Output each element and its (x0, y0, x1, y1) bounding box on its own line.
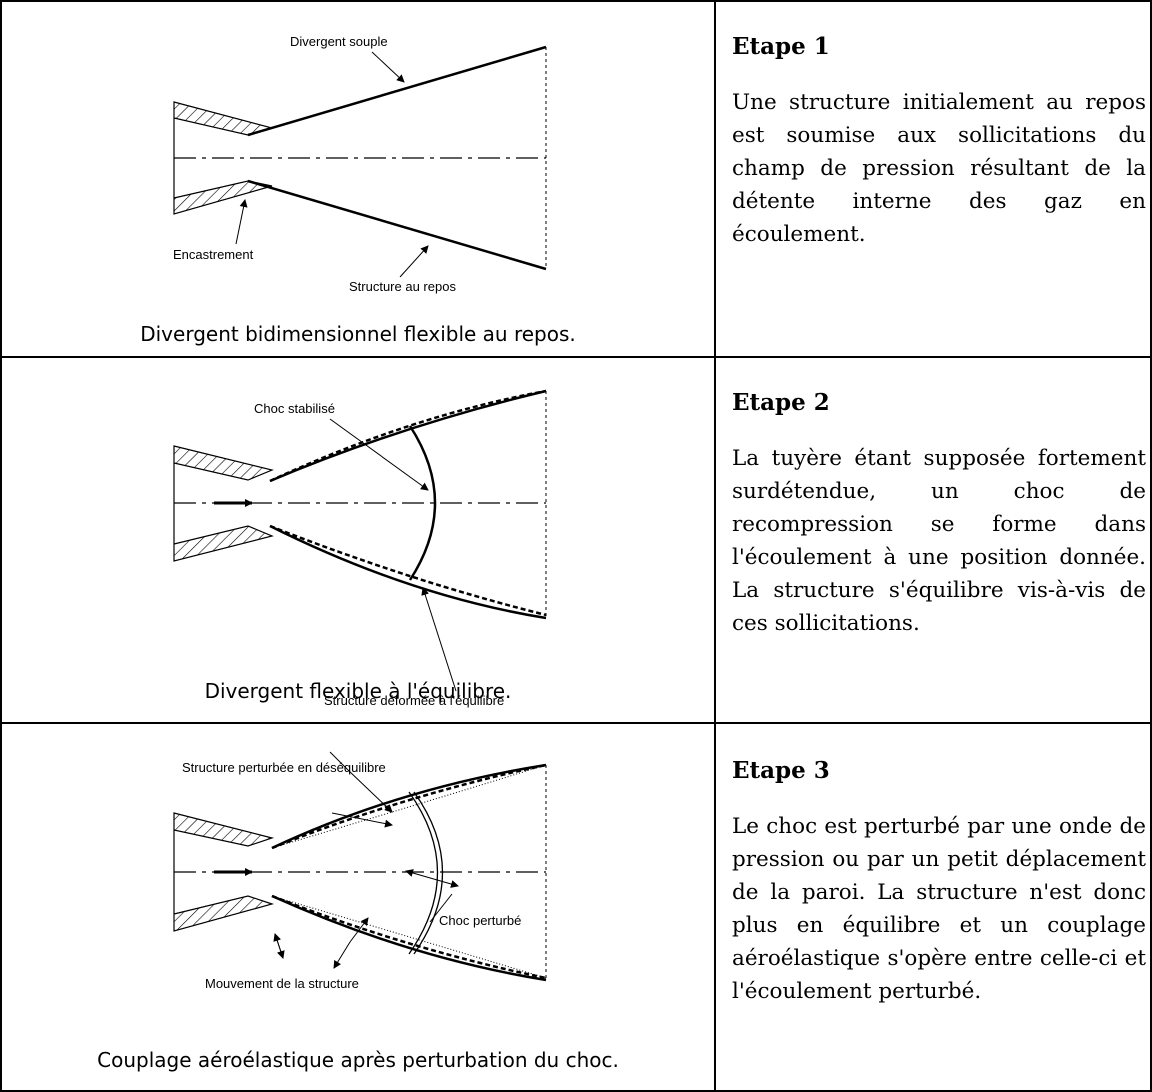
lower-wall-rest (269, 524, 547, 617)
label-structure-repos: Structure au repos (349, 279, 456, 294)
figure-rest: Divergent souple Encastrement Structure … (0, 0, 716, 356)
lower-wall-perturbed (271, 894, 547, 982)
caption-perturbed: Couplage aéroélastique après perturbatio… (97, 1048, 619, 1072)
caption-rest: Divergent bidimensionnel flexible au rep… (140, 322, 576, 346)
step-3: Etape 3 Le choc est perturbé par une ond… (732, 757, 1146, 1008)
table-bottom-border (0, 1090, 1152, 1092)
step-1-title: Etape 1 (732, 33, 830, 60)
upper-wall-rest (271, 764, 547, 849)
label-choc-stabilise: Choc stabilisé (254, 401, 335, 416)
row-divider-1 (0, 356, 1152, 358)
label-choc-perturbe: Choc perturbé (439, 913, 521, 928)
upper-wall-equilibrium (271, 763, 547, 850)
upper-wall-perturbed (271, 763, 547, 850)
step-3-title: Etape 3 (732, 757, 830, 784)
lower-wall-equilibrium (271, 894, 547, 980)
label-divergent-souple: Divergent souple (290, 34, 388, 49)
table-left-border (0, 0, 2, 1092)
lower-wall (247, 179, 547, 271)
lower-clamp (173, 895, 275, 932)
table-right-border (1150, 0, 1152, 1092)
row-divider-2 (0, 722, 1152, 724)
label-structure-perturbee: Structure perturbée en déséquilibre (182, 760, 386, 775)
nozzle-rest-diagram: Divergent souple Encastrement Structure … (173, 34, 547, 294)
step-2: Etape 2 La tuyère étant supposée forteme… (732, 389, 1146, 640)
figure-perturbed: Structure perturbée en déséquilibre Choc… (0, 722, 716, 1090)
upper-clamp (173, 812, 275, 847)
nozzle-perturbed-diagram: Structure perturbée en déséquilibre Choc… (173, 751, 547, 991)
figure-equilibrium: Choc stabilisé Structure déformée à l'éq… (0, 356, 716, 722)
caption-equilibrium: Divergent flexible à l'équilibre. (204, 679, 512, 703)
step-3-text: Le choc est perturbé par une onde de pre… (732, 814, 1146, 1004)
column-divider (714, 0, 716, 1092)
lower-wall-rest (271, 895, 547, 979)
step-1: Etape 1 Une structure initialement au re… (732, 33, 1146, 251)
lower-clamp (173, 525, 274, 562)
table-top-border (0, 0, 1152, 2)
upper-wall (247, 45, 547, 137)
step-1-text: Une structure initialement au repos est … (732, 90, 1146, 247)
shock-stabilized (408, 425, 437, 581)
nozzle-equilibrium-diagram: Choc stabilisé Structure déformée à l'éq… (173, 389, 547, 708)
upper-clamp (173, 101, 275, 136)
upper-clamp (173, 445, 274, 481)
step-2-text: La tuyère étant supposée fortement surdé… (732, 446, 1146, 636)
label-mouvement-structure: Mouvement de la structure (205, 976, 359, 991)
label-encastrement: Encastrement (173, 247, 254, 262)
lower-clamp (173, 180, 273, 215)
upper-wall-deformed (269, 389, 547, 483)
label-structure-deformee: Structure déformée à l'équilibre (324, 693, 504, 708)
lower-wall-deformed (269, 524, 547, 620)
step-2-title: Etape 2 (732, 389, 830, 416)
